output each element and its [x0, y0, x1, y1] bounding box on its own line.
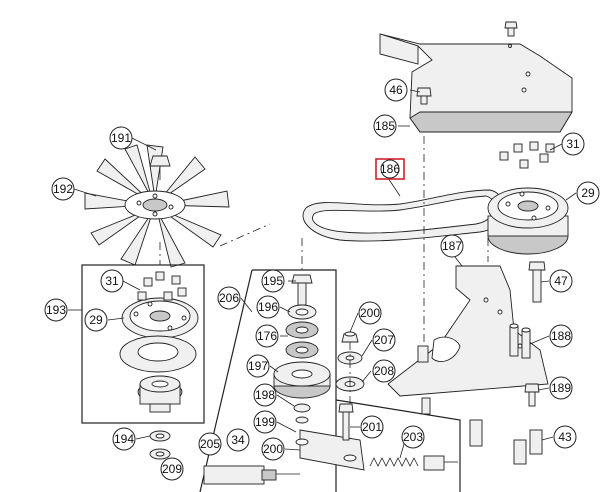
svg-text:194: 194: [114, 432, 134, 446]
callout-198: 198: [253, 383, 277, 407]
callout-185: 185: [373, 114, 397, 138]
plate-left: [119, 335, 197, 373]
svg-text:29: 29: [581, 186, 595, 200]
callout-192: 192: [51, 177, 75, 201]
nut-200: [341, 331, 359, 343]
pin-stem: [417, 345, 431, 415]
svg-text:199: 199: [255, 415, 275, 429]
svg-text:176: 176: [257, 329, 277, 343]
callout-200-right: 200: [358, 301, 382, 325]
callout-187: 187: [440, 234, 464, 258]
callout-189: 189: [549, 376, 573, 400]
spacer-43: [469, 419, 543, 465]
callout-31-left: 31: [100, 269, 124, 293]
svg-text:31: 31: [566, 137, 580, 151]
pulley-29-left: [121, 297, 199, 339]
bracket-187: [387, 265, 549, 397]
leader-lines: [68, 89, 577, 459]
svg-text:46: 46: [389, 83, 403, 97]
pulley-29-right: [487, 187, 569, 255]
callout-208: 208: [372, 359, 396, 383]
callout-188: 188: [549, 324, 573, 348]
bolts-31-left: [137, 271, 187, 301]
callout-47: 47: [549, 269, 573, 293]
svg-text:196: 196: [258, 300, 278, 314]
fan-nut: [149, 155, 171, 180]
svg-text:195: 195: [263, 274, 283, 288]
bolts-31-right: [499, 141, 555, 169]
callout-191: 191: [109, 126, 133, 150]
callout-200-left: 200: [261, 437, 285, 461]
callout-29-right: 29: [576, 181, 600, 205]
svg-text:187: 187: [442, 239, 462, 253]
callout-196: 196: [256, 295, 280, 319]
svg-text:47: 47: [554, 274, 568, 288]
bolt-195: [291, 274, 313, 306]
svg-text:191: 191: [111, 131, 131, 145]
bolt-189: [524, 383, 540, 407]
svg-text:203: 203: [403, 430, 423, 444]
svg-text:205: 205: [200, 437, 220, 451]
cover-plate: [379, 33, 573, 133]
svg-text:207: 207: [374, 333, 394, 347]
svg-text:31: 31: [105, 274, 119, 288]
svg-text:209: 209: [162, 462, 182, 476]
svg-text:189: 189: [551, 381, 571, 395]
svg-text:197: 197: [248, 359, 268, 373]
bolt-201: [338, 403, 354, 441]
svg-text:198: 198: [255, 388, 275, 402]
callout-205: 205: [198, 432, 222, 456]
callout-199: 199: [253, 410, 277, 434]
callout-176: 176: [255, 324, 279, 348]
svg-text:29: 29: [89, 313, 103, 327]
callout-195: 195: [261, 269, 285, 293]
callout-29-left: 29: [84, 308, 108, 332]
washers-198: [293, 403, 311, 424]
svg-text:206: 206: [219, 291, 239, 305]
hub-left: [137, 375, 183, 413]
spring-203: [369, 455, 458, 471]
callout-43: 43: [553, 425, 577, 449]
callout-201: 201: [360, 415, 384, 439]
svg-text:34: 34: [231, 433, 245, 447]
fan-blades: [84, 144, 230, 268]
washers-194: [149, 430, 171, 460]
bolt-46: [416, 87, 432, 105]
callout-207: 207: [372, 328, 396, 352]
svg-text:188: 188: [551, 329, 571, 343]
svg-text:200: 200: [263, 442, 283, 456]
svg-text:200: 200: [360, 306, 380, 320]
svg-text:193: 193: [46, 303, 66, 317]
svg-text:185: 185: [375, 119, 395, 133]
callout-193: 193: [44, 298, 68, 322]
studs-188: [509, 323, 531, 359]
washer-207: [337, 351, 363, 365]
highlight-186: 186: [375, 158, 405, 180]
callout-194: 194: [112, 427, 136, 451]
arm-199: [295, 429, 365, 471]
svg-text:208: 208: [374, 364, 394, 378]
box-193: [81, 264, 205, 424]
bearing-stack: [285, 304, 319, 359]
bolt-47: [528, 261, 546, 303]
callout-34: 34: [226, 428, 250, 452]
svg-text:192: 192: [53, 182, 73, 196]
svg-text:201: 201: [362, 420, 382, 434]
belt-186: [302, 189, 505, 242]
cylinder-205: [203, 465, 300, 485]
callout-206: 206: [217, 286, 241, 310]
svg-text:43: 43: [558, 430, 572, 444]
idler-197: [273, 361, 331, 399]
callout-203: 203: [401, 425, 425, 449]
callout-197: 197: [246, 354, 270, 378]
callout-31-right: 31: [561, 132, 585, 156]
callout-46: 46: [384, 78, 408, 102]
svg-text:186: 186: [380, 162, 400, 176]
bolt-46-top: [504, 21, 518, 37]
callout-209: 209: [160, 457, 184, 481]
